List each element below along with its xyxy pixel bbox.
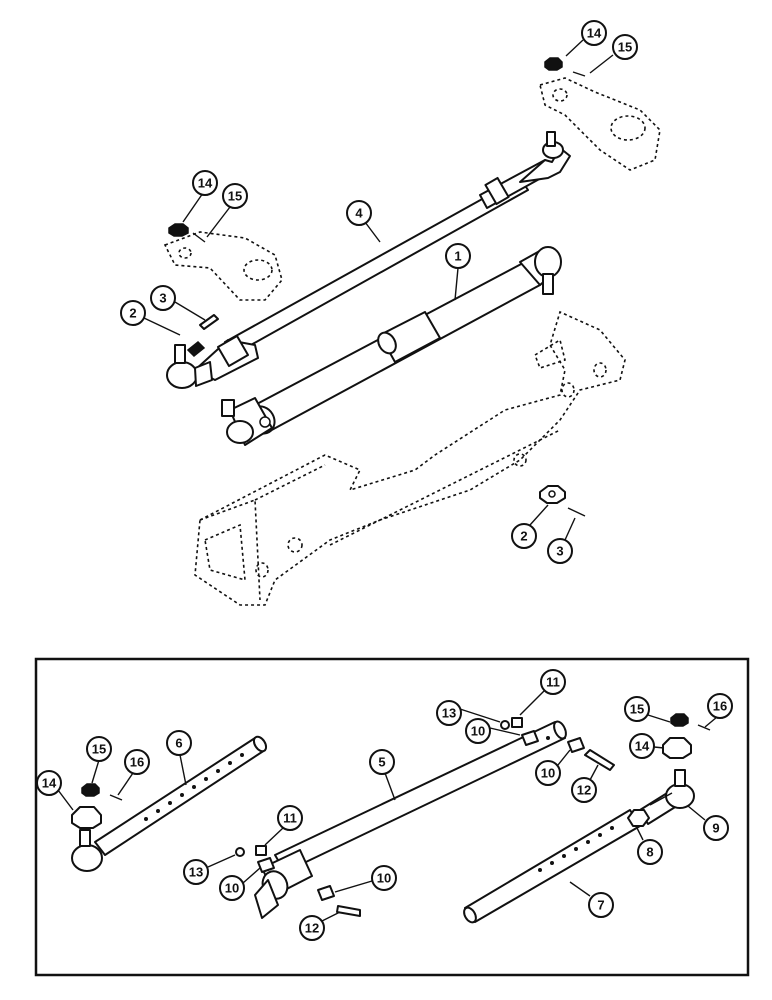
castle-nut-upper-right <box>544 57 563 71</box>
svg-text:15: 15 <box>92 742 106 757</box>
callout-2-lower: 2 <box>511 504 549 549</box>
cotter-pin-16-right <box>697 724 711 731</box>
callout-10-box-lower-left: 10 <box>219 867 261 901</box>
jam-nut-14-left <box>71 806 102 829</box>
clamp-10-lower <box>257 857 275 873</box>
svg-text:4: 4 <box>355 206 363 221</box>
tube-5 <box>254 720 567 919</box>
jam-nut-14-right <box>662 737 692 759</box>
bolt-12-lower <box>336 905 361 917</box>
callout-14-box-left: 14 <box>36 770 74 811</box>
svg-text:15: 15 <box>618 40 632 55</box>
callout-13-box-upper: 13 <box>436 700 501 726</box>
castle-nut-15-left <box>81 783 100 797</box>
clamp-10-lower-right <box>317 885 335 901</box>
tie-rod-assembly-4 <box>166 131 571 389</box>
svg-text:7: 7 <box>597 898 604 913</box>
svg-text:10: 10 <box>225 881 239 896</box>
svg-text:10: 10 <box>377 871 391 886</box>
svg-text:10: 10 <box>471 724 485 739</box>
nut-13-upper <box>500 720 510 730</box>
svg-text:6: 6 <box>175 736 182 751</box>
sleeve-11-lower <box>255 845 267 856</box>
tie-rod-end-9 <box>639 769 695 825</box>
svg-text:1: 1 <box>454 249 461 264</box>
svg-text:11: 11 <box>546 675 560 690</box>
svg-text:12: 12 <box>305 921 319 936</box>
callout-14-upper-left: 14 <box>182 170 218 223</box>
svg-text:11: 11 <box>283 811 297 826</box>
axle-beam-phantom <box>194 310 626 606</box>
tie-rod-assembly-1 <box>221 246 562 446</box>
svg-text:12: 12 <box>577 783 591 798</box>
svg-text:2: 2 <box>520 529 527 544</box>
svg-text:14: 14 <box>587 26 602 41</box>
callout-13-box-lower: 13 <box>183 854 236 885</box>
svg-text:14: 14 <box>635 739 650 754</box>
callout-9: 9 <box>687 805 729 841</box>
svg-text:16: 16 <box>713 699 727 714</box>
cotter-pin-16-left <box>109 794 123 801</box>
castle-nut-lower <box>539 485 566 504</box>
callout-15-upper-left: 15 <box>206 183 248 238</box>
callout-15-box-right: 15 <box>624 696 671 723</box>
clamp-10-upper-right <box>567 737 585 753</box>
callout-11-box-lower: 11 <box>264 805 303 846</box>
svg-text:13: 13 <box>442 706 456 721</box>
callout-14-upper-right: 14 <box>565 20 607 57</box>
callout-3-upper: 3 <box>150 285 206 321</box>
svg-text:2: 2 <box>129 306 136 321</box>
callout-1: 1 <box>445 243 471 301</box>
bolt-12-upper <box>584 749 615 771</box>
svg-text:5: 5 <box>378 755 385 770</box>
callout-6: 6 <box>166 730 192 786</box>
tube-6 <box>71 735 268 872</box>
callout-15-upper-right: 15 <box>589 34 638 74</box>
jam-nut-8 <box>627 809 650 827</box>
svg-text:9: 9 <box>712 821 719 836</box>
svg-text:15: 15 <box>630 702 644 717</box>
callout-2-upper: 2 <box>120 300 181 336</box>
svg-text:8: 8 <box>646 845 653 860</box>
svg-text:10: 10 <box>541 766 555 781</box>
callout-3-lower: 3 <box>547 517 576 564</box>
sleeve-11-upper <box>511 717 523 728</box>
callout-10-box-lower-right: 10 <box>334 865 397 893</box>
callout-15-box-left: 15 <box>86 736 112 784</box>
svg-text:15: 15 <box>228 189 242 204</box>
svg-text:3: 3 <box>556 544 563 559</box>
detail-box-frame <box>34 657 750 977</box>
callout-8: 8 <box>635 825 663 865</box>
right-steering-arm-phantom <box>539 77 661 171</box>
callout-12-box-upper: 12 <box>571 764 599 803</box>
callout-5: 5 <box>369 749 396 801</box>
cotter-pin-upper-left <box>192 232 206 243</box>
left-steering-arm-phantom <box>163 231 283 301</box>
clamp-10-upper <box>521 730 539 746</box>
callout-14-box-right: 14 <box>629 733 665 759</box>
svg-text:3: 3 <box>159 291 166 306</box>
cotter-pin-lower <box>567 507 586 517</box>
cotter-pin-upper-right <box>572 71 586 77</box>
callout-10-box-upper-left: 10 <box>465 718 521 744</box>
callout-7: 7 <box>569 881 614 918</box>
callout-11-box-upper: 11 <box>519 669 566 716</box>
nut-13-lower <box>235 847 245 857</box>
callout-10-box-upper-right: 10 <box>535 749 571 786</box>
svg-text:13: 13 <box>189 865 203 880</box>
callout-16-box-left: 16 <box>117 749 150 796</box>
cotter-pin-upper-tie-rod <box>199 314 219 330</box>
callout-12-box-lower: 12 <box>299 911 341 941</box>
castle-nut-15-right <box>670 713 689 727</box>
castle-nut-upper-left <box>168 223 189 237</box>
svg-text:16: 16 <box>130 755 144 770</box>
callout-4: 4 <box>346 200 381 243</box>
svg-text:14: 14 <box>42 776 57 791</box>
svg-text:14: 14 <box>198 176 213 191</box>
callout-16-box-right: 16 <box>704 693 733 728</box>
